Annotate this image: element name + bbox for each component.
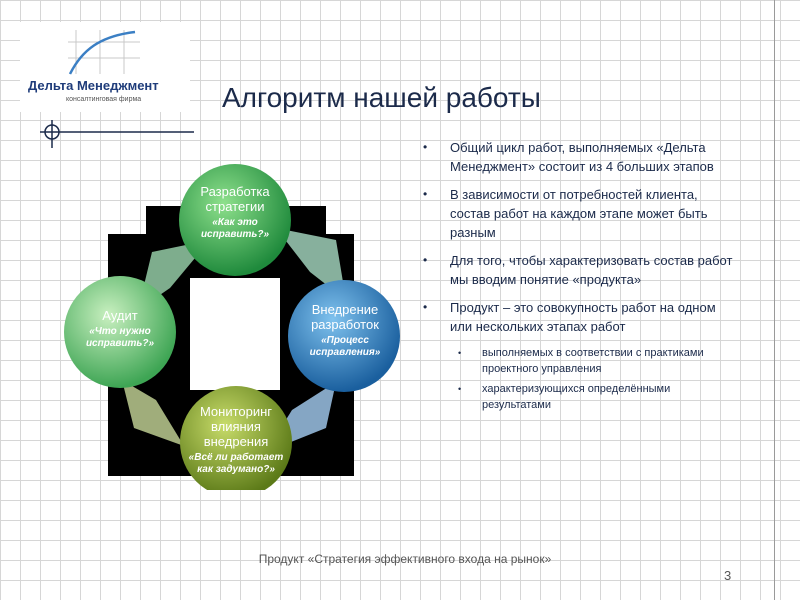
node-implementation-question: «Процесс исправления» bbox=[309, 335, 381, 358]
sub-bullet-item: • характеризующихся определёнными резуль… bbox=[420, 381, 740, 413]
bullet-text: Продукт – это совокупность работ на одно… bbox=[450, 300, 716, 334]
node-audit bbox=[64, 276, 176, 388]
node-implementation bbox=[288, 280, 400, 392]
bullet-dot-icon: • bbox=[423, 140, 428, 154]
bullet-text: Общий цикл работ, выполняемых «Дельта Ме… bbox=[450, 140, 714, 174]
node-audit-text: Аудит «Что нужно исправить?» bbox=[70, 308, 170, 350]
node-strategy-text: Разработка стратегии «Как это исправить?… bbox=[182, 184, 288, 241]
sub-bullet-item: • выполняемых в соответствии с практикам… bbox=[420, 345, 740, 377]
node-monitoring-question: «Всё ли работает как задумано?» bbox=[188, 452, 284, 475]
bullet-item: • Общий цикл работ, выполняемых «Дельта … bbox=[420, 138, 740, 176]
company-logo: Дельта Менеджмент консалтинговая фирма bbox=[20, 22, 190, 112]
page-number: 3 bbox=[724, 568, 732, 583]
node-audit-question: «Что нужно исправить?» bbox=[85, 326, 155, 349]
slide-footer: Продукт «Стратегия эффективного входа на… bbox=[258, 552, 552, 566]
slide-title: Алгоритм нашей работы bbox=[222, 82, 541, 113]
bullet-text: Для того, чтобы характеризовать состав р… bbox=[450, 253, 733, 287]
sub-bullet-text: характеризующихся определёнными результа… bbox=[482, 383, 671, 411]
arrow-monitoring-to-audit-icon bbox=[122, 380, 184, 446]
bullet-item: • В зависимости от потребностей клиента,… bbox=[420, 185, 740, 242]
node-strategy-title: Разработка стратегии bbox=[200, 184, 270, 214]
sub-bullet-text: выполняемых в соответствии с практиками … bbox=[482, 347, 704, 375]
arrow-strategy-to-implementation-icon bbox=[276, 228, 346, 300]
work-cycle-diagram: Разработка стратегии «Как это исправить?… bbox=[60, 160, 410, 490]
bullet-item: • Для того, чтобы характеризовать состав… bbox=[420, 251, 740, 289]
cycle-graphic bbox=[64, 164, 400, 490]
sub-bullet-dot-icon: • bbox=[458, 384, 462, 394]
bullet-dot-icon: • bbox=[423, 187, 428, 201]
crosshair-decoration-icon bbox=[40, 120, 194, 148]
node-audit-title: Аудит bbox=[102, 308, 138, 323]
slide-right-rule bbox=[774, 0, 775, 600]
node-strategy bbox=[179, 164, 291, 276]
logo-swoosh-icon bbox=[68, 30, 140, 75]
bullet-list: • Общий цикл работ, выполняемых «Дельта … bbox=[420, 138, 740, 417]
bullet-item: • Продукт – это совокупность работ на од… bbox=[420, 298, 740, 336]
bullet-dot-icon: • bbox=[423, 300, 428, 314]
node-implementation-text: Внедрение разработок «Процесс исправлени… bbox=[292, 302, 398, 359]
bullet-text: В зависимости от потребностей клиента, с… bbox=[450, 187, 708, 240]
node-strategy-question: «Как это исправить?» bbox=[200, 217, 270, 240]
node-monitoring bbox=[180, 386, 292, 490]
sub-bullet-dot-icon: • bbox=[458, 348, 462, 358]
bullet-dot-icon: • bbox=[423, 253, 428, 267]
node-monitoring-title: Мониторинг влияния внедрения bbox=[199, 404, 273, 449]
node-implementation-title: Внедрение разработок bbox=[311, 302, 379, 332]
logo-tagline: консалтинговая фирма bbox=[66, 96, 142, 103]
center-square bbox=[190, 278, 280, 390]
node-monitoring-text: Мониторинг влияния внедрения «Всё ли раб… bbox=[180, 404, 292, 476]
logo-company-name: Дельта Менеджмент bbox=[28, 78, 159, 93]
